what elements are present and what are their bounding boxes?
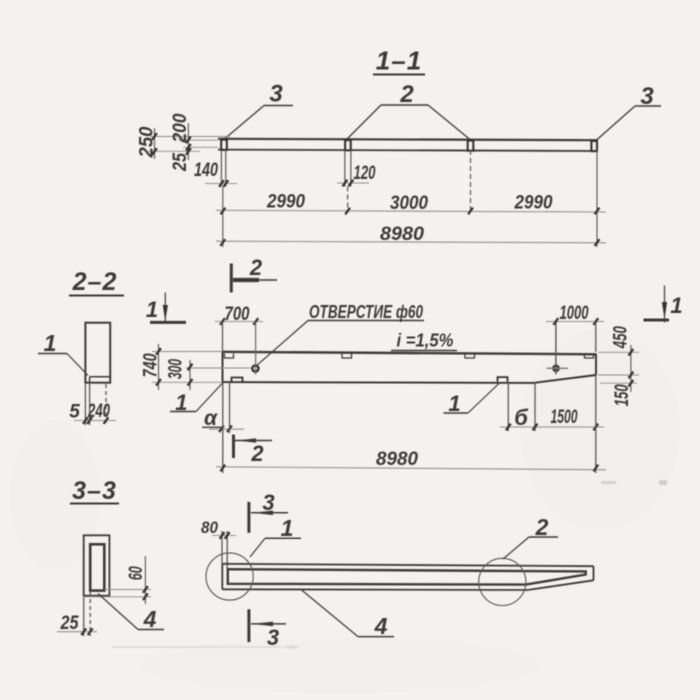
svg-text:240: 240 — [87, 401, 110, 422]
svg-text:450: 450 — [610, 326, 631, 349]
svg-text:60: 60 — [126, 566, 147, 580]
svg-text:700: 700 — [225, 304, 250, 325]
svg-text:2: 2 — [250, 441, 264, 466]
svg-text:120: 120 — [354, 163, 376, 184]
svg-text:3000: 3000 — [390, 193, 428, 214]
svg-text:1000: 1000 — [560, 303, 589, 324]
svg-text:5: 5 — [69, 402, 80, 423]
svg-text:i =1,5%: i =1,5% — [397, 331, 454, 351]
svg-text:2: 2 — [399, 81, 414, 108]
svg-text:4: 4 — [143, 606, 157, 632]
svg-text:4: 4 — [374, 613, 388, 639]
svg-text:1: 1 — [175, 390, 187, 415]
svg-text:ОТВЕРСТИЕ ф60: ОТВЕРСТИЕ ф60 — [309, 302, 423, 322]
svg-text:740: 740 — [140, 353, 161, 377]
svg-text:2: 2 — [249, 255, 263, 280]
svg-text:1: 1 — [281, 515, 294, 541]
svg-text:25: 25 — [169, 152, 191, 172]
svg-text:3: 3 — [267, 625, 279, 650]
svg-text:200: 200 — [169, 113, 191, 143]
svg-text:250: 250 — [135, 126, 157, 158]
svg-text:α: α — [204, 407, 218, 430]
svg-text:3–3: 3–3 — [72, 477, 117, 505]
svg-text:3: 3 — [262, 490, 274, 515]
svg-text:300: 300 — [165, 359, 186, 379]
svg-text:1: 1 — [146, 297, 158, 322]
svg-text:3: 3 — [269, 81, 283, 108]
svg-text:8980: 8980 — [380, 224, 424, 245]
svg-text:2–2: 2–2 — [72, 268, 118, 296]
svg-text:2990: 2990 — [514, 193, 553, 214]
svg-text:140: 140 — [194, 160, 218, 181]
svg-text:80: 80 — [201, 519, 219, 537]
svg-text:1500: 1500 — [551, 407, 578, 428]
svg-text:8980: 8980 — [376, 449, 418, 470]
svg-text:б: б — [514, 405, 529, 430]
svg-text:2: 2 — [535, 514, 549, 540]
svg-text:25: 25 — [60, 613, 79, 634]
svg-text:1: 1 — [44, 330, 57, 356]
svg-text:150: 150 — [612, 384, 633, 406]
svg-text:1: 1 — [670, 293, 682, 318]
svg-text:1–1: 1–1 — [376, 46, 422, 76]
svg-text:3: 3 — [640, 83, 654, 110]
svg-text:1: 1 — [448, 391, 460, 416]
svg-text:2990: 2990 — [266, 192, 305, 213]
